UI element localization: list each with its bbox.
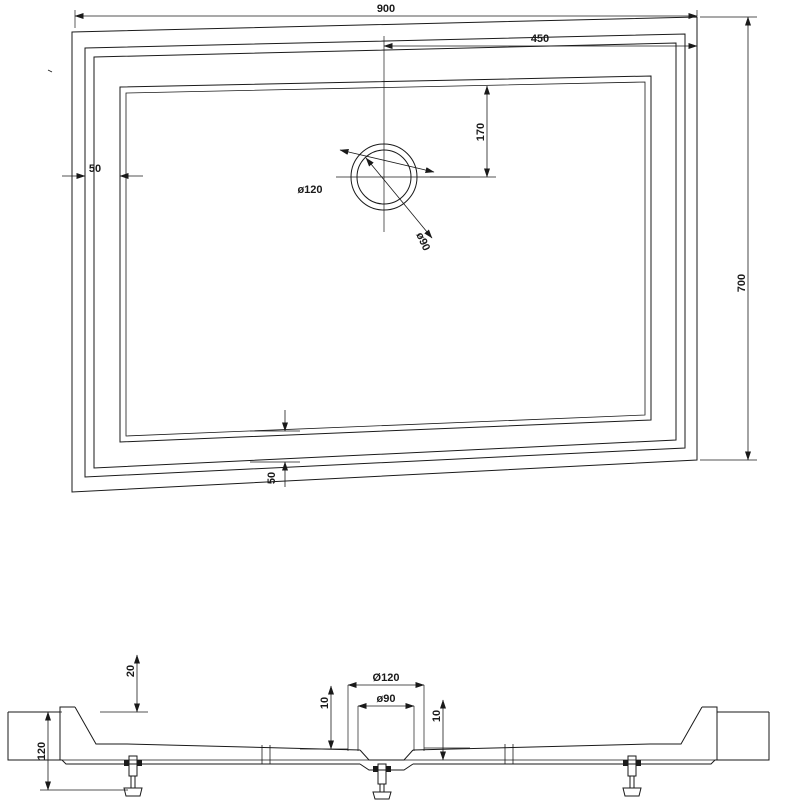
dim-label-section-drain-inner: ø90: [377, 693, 396, 705]
dim-label-rim-bottom: 50: [266, 472, 278, 484]
section-view-profile: [7, 706, 770, 771]
dim-label-overall-height: 700: [736, 274, 748, 292]
dim-section-drain-outer-120: Ø120: [347, 672, 425, 751]
dim-overall-width-900: 900: [74, 3, 698, 28]
leader-drain-inner-diameter: ø90: [365, 157, 433, 253]
dim-label-section-height: 120: [36, 742, 48, 760]
dim-drain-offset-y-170: 170: [430, 85, 496, 178]
dim-depth-left-10: 10: [300, 685, 348, 750]
dim-label-drain-offset-x: 450: [531, 33, 549, 45]
dim-rim-bottom-50: 50: [250, 410, 300, 487]
drain-hole-top-view: [336, 128, 470, 232]
dim-label-rim-height: 20: [125, 665, 137, 677]
dim-overall-height-700: 700: [700, 16, 757, 461]
dim-drain-offset-x-450: 450: [383, 20, 698, 128]
dim-depth-right-10: 10: [424, 699, 470, 761]
dim-label-overall-width: 900: [377, 3, 395, 15]
dim-label-rim-left: 50: [89, 163, 101, 175]
dim-label-drain-inner-diameter: ø90: [413, 231, 432, 253]
dim-section-drain-inner-90: ø90: [357, 693, 415, 751]
dim-section-height-120: 120: [36, 711, 128, 791]
section-view-feet: [123, 755, 642, 800]
dim-label-section-drain-outer: Ø120: [373, 672, 400, 684]
dim-rim-height-20: 20: [100, 654, 148, 713]
dim-rim-left-50: 50: [62, 150, 143, 180]
dim-label-depth-left: 10: [319, 697, 331, 709]
dim-label-depth-right: 10: [431, 710, 443, 722]
top-view-tray-outline: [47, 16, 698, 493]
dim-label-drain-outer-diameter: ø120: [297, 184, 322, 196]
dim-label-drain-offset-y: 170: [475, 123, 487, 141]
